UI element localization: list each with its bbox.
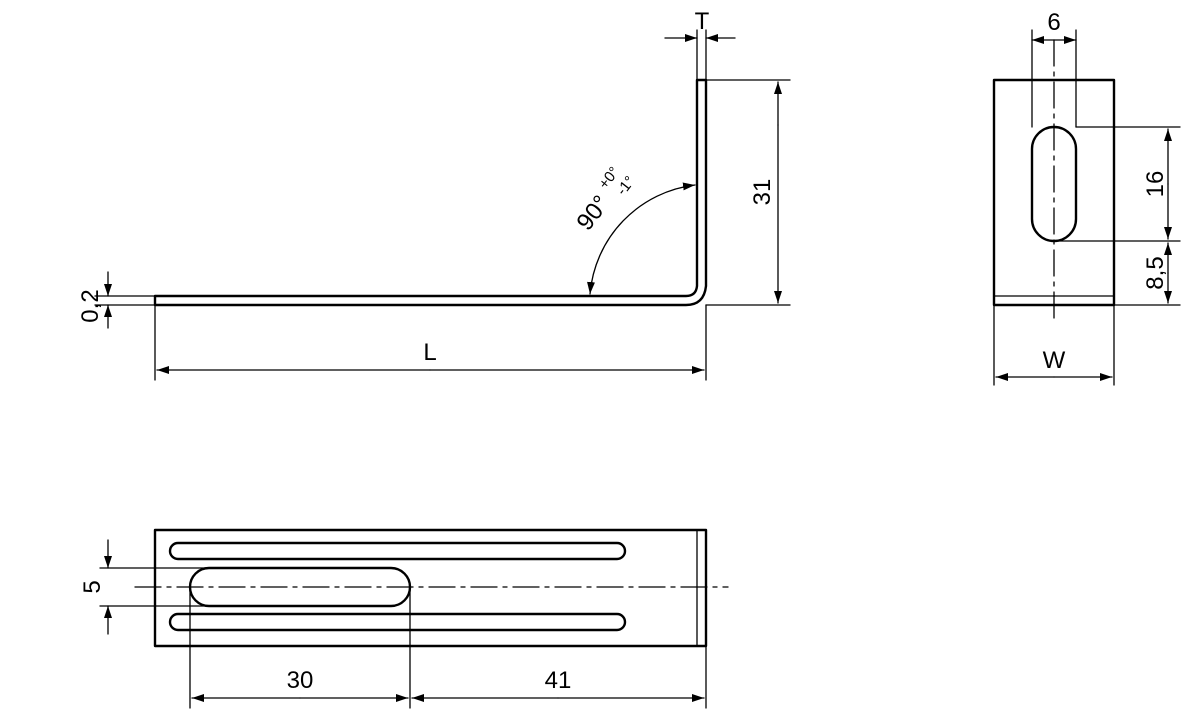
leg-height-label: 31 — [749, 179, 776, 206]
end-view: 6 16 8,5 W — [992, 9, 1181, 386]
slot-pos-plan-label: 30 — [287, 667, 314, 694]
side-view: T 31 L 0,2 90° +0° -1° — [77, 8, 791, 381]
slot-width-end-label: 6 — [1047, 9, 1060, 36]
top-groove — [168, 541, 627, 561]
width-label: W — [1043, 347, 1066, 374]
plan-outline — [153, 528, 708, 648]
remaining-plan-label: 41 — [545, 667, 572, 694]
slot-width-plan-label: 5 — [79, 580, 106, 593]
plan-view: 5 30 41 — [79, 528, 729, 709]
thickness-label: T — [695, 8, 710, 35]
slot-length-end-label: 16 — [1142, 171, 1169, 198]
length-label: L — [423, 339, 436, 366]
angle-label: 90° — [571, 190, 615, 235]
slot-offset-end-label: 8,5 — [1142, 256, 1169, 289]
bottom-groove — [168, 612, 627, 632]
edge-offset-label: 0,2 — [77, 289, 104, 322]
